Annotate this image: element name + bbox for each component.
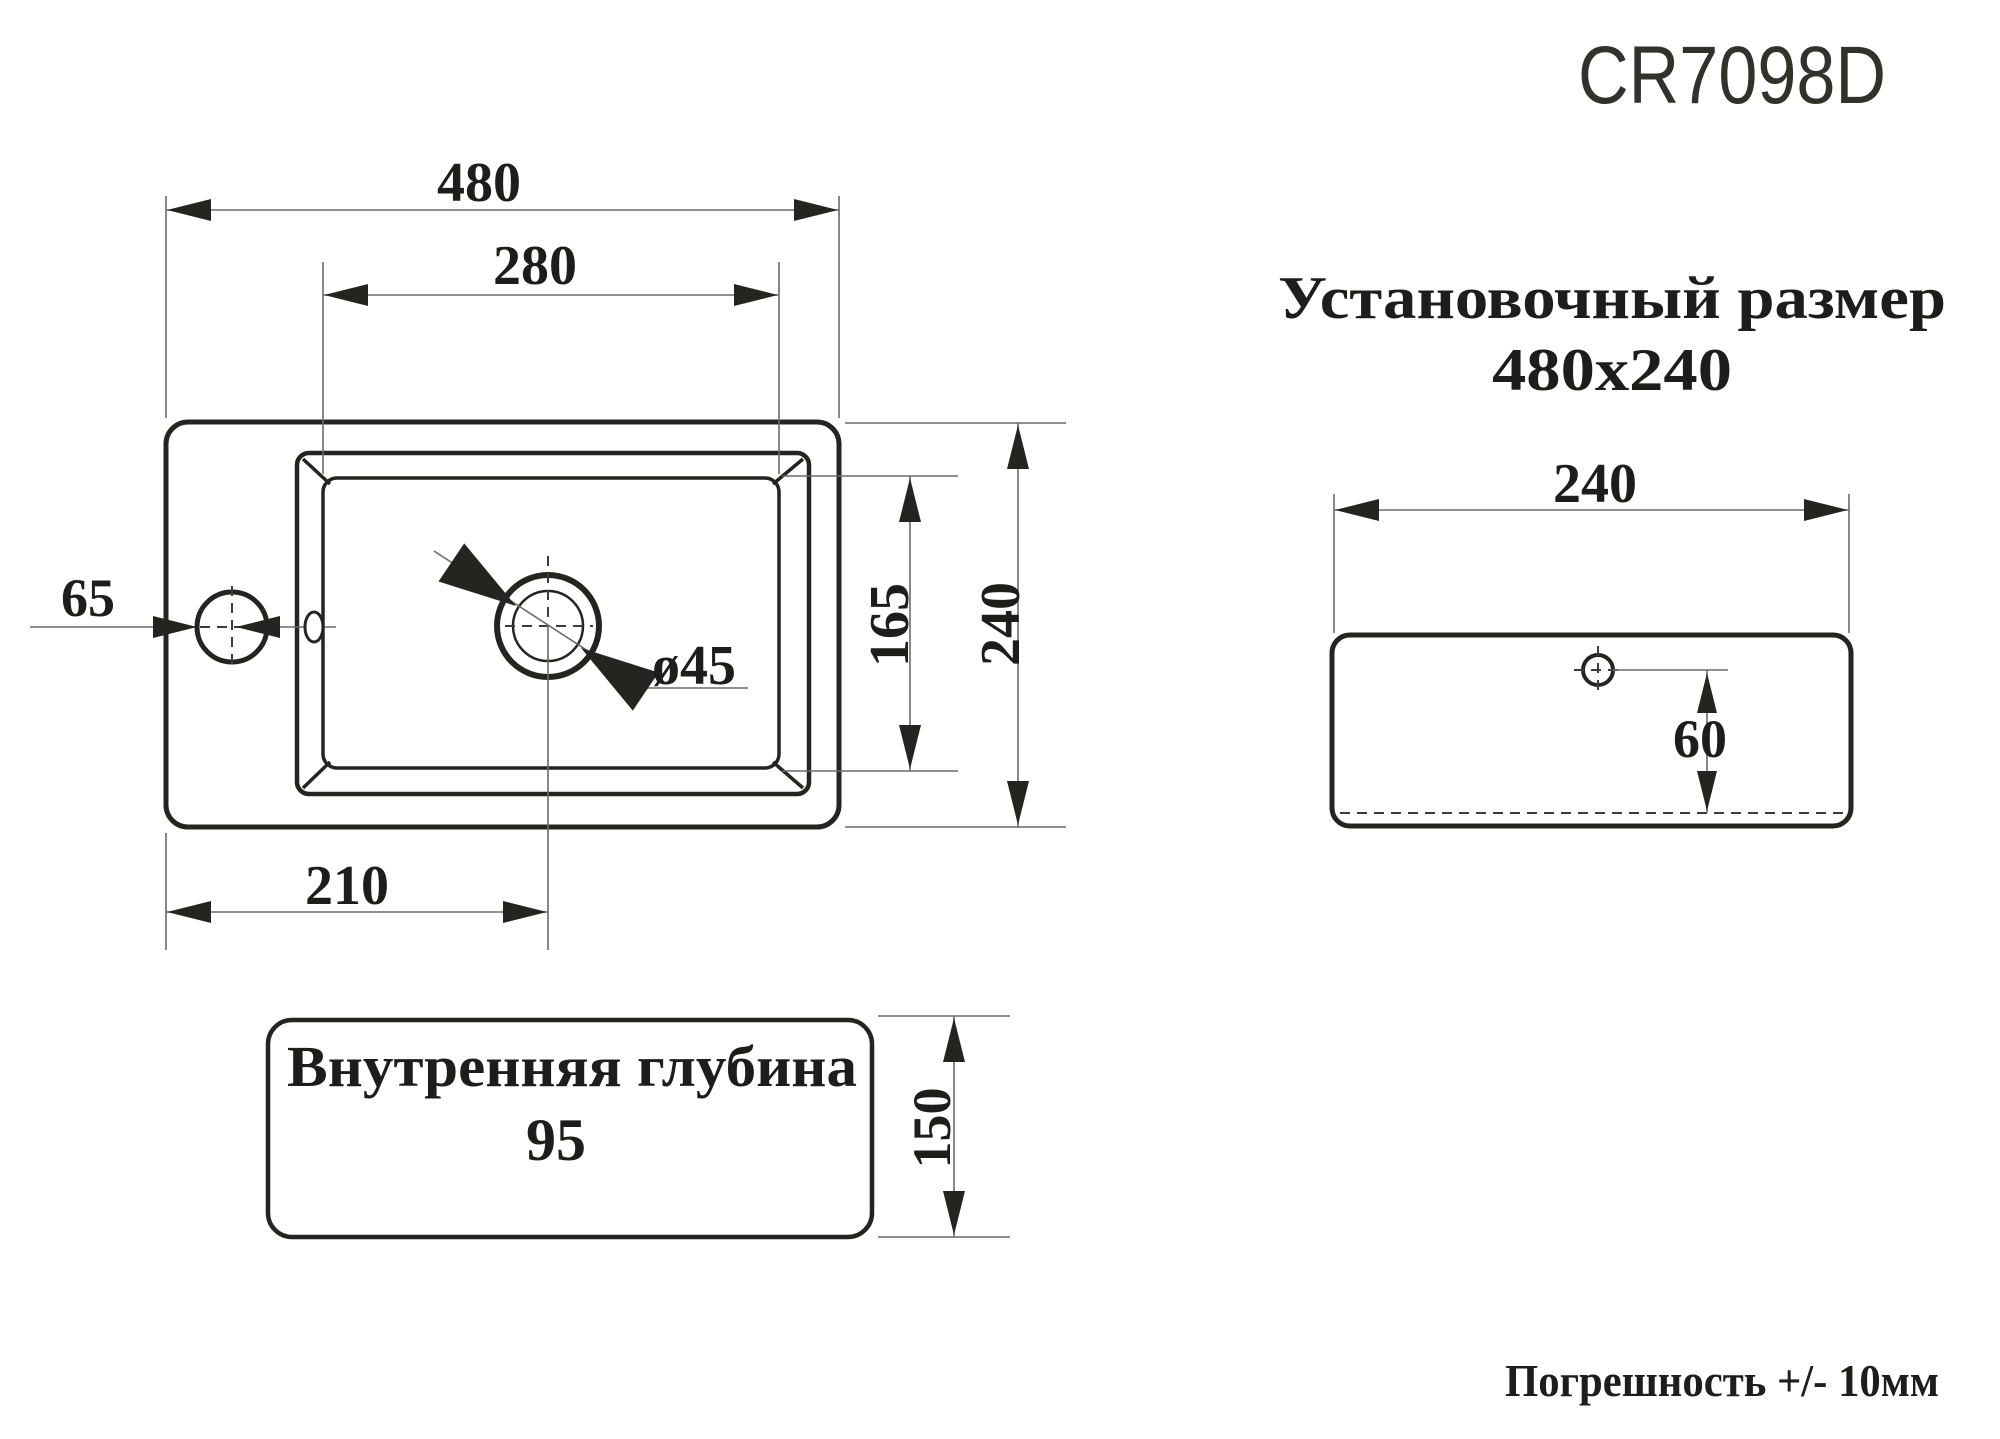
arrowhead bbox=[581, 648, 659, 711]
arrowhead bbox=[1007, 781, 1029, 825]
dim-label: 280 bbox=[493, 235, 577, 297]
dim-side-width: 240 bbox=[1333, 453, 1850, 633]
arrowhead bbox=[899, 725, 921, 769]
heading-line2: 480x240 bbox=[1492, 337, 1732, 403]
dim-label: 60 bbox=[1673, 709, 1727, 769]
arrowhead bbox=[1697, 673, 1717, 713]
basin-corner-diagonal-sw bbox=[301, 760, 332, 790]
arrowhead bbox=[167, 199, 211, 221]
arrowhead bbox=[943, 1018, 965, 1062]
tolerance-note: Погрешность +/- 10мм bbox=[1505, 1356, 1939, 1406]
note-line2: 95 bbox=[526, 1107, 586, 1173]
arrowhead bbox=[1335, 499, 1379, 521]
dim-label: 240 bbox=[1553, 453, 1637, 515]
arrowhead bbox=[1804, 499, 1848, 521]
arrowhead bbox=[503, 901, 547, 923]
dim-overall-width: 480 bbox=[165, 152, 840, 418]
side-outline bbox=[1329, 632, 1854, 829]
dim-label: 240 bbox=[970, 582, 1032, 666]
note-line1: Внутренняя глубина bbox=[287, 1034, 857, 1099]
dim-basin-depth: 165 bbox=[782, 475, 958, 772]
basin-rim-outline bbox=[294, 450, 812, 797]
dim-box-height: 150 bbox=[878, 1015, 1010, 1238]
side-view: 240 60 bbox=[1329, 453, 1854, 829]
arrowhead bbox=[794, 199, 838, 221]
product-code-title: CR7098D bbox=[1578, 30, 1886, 121]
basin-corner-diagonal-ne bbox=[771, 457, 805, 486]
arrowhead bbox=[324, 284, 368, 306]
note-box bbox=[265, 1017, 875, 1240]
arrowhead bbox=[943, 1191, 965, 1235]
dim-drain-offset: 210 bbox=[165, 833, 548, 950]
basin-corner-diagonal-se bbox=[771, 760, 805, 790]
dim-label: 480 bbox=[437, 152, 521, 214]
arrowhead bbox=[153, 616, 197, 638]
top-view: 480 280 65 bbox=[30, 152, 1066, 950]
basin-corner-diagonal-nw bbox=[301, 457, 332, 486]
heading-line1: Установочный размер bbox=[1278, 265, 1946, 331]
dim-label: ø45 bbox=[652, 635, 736, 697]
arrowhead bbox=[899, 478, 921, 522]
arrowhead bbox=[438, 543, 516, 606]
arrowhead bbox=[1007, 425, 1029, 469]
dim-drain-diameter: ø45 bbox=[433, 543, 748, 950]
dim-faucet-offset: 65 bbox=[30, 568, 336, 670]
dim-hole-depth: 60 bbox=[1613, 669, 1728, 813]
dim-overall-depth: 240 bbox=[845, 422, 1066, 828]
dim-label: 165 bbox=[859, 583, 921, 667]
dim-label: 150 bbox=[902, 1088, 962, 1169]
dim-basin-width: 280 bbox=[322, 235, 780, 474]
arrowhead bbox=[236, 616, 280, 638]
dim-label: 65 bbox=[61, 568, 115, 628]
installation-heading: Установочный размер 480x240 bbox=[1278, 265, 1946, 403]
arrowhead bbox=[1697, 771, 1717, 811]
dim-label: 210 bbox=[305, 855, 389, 917]
inner-depth-note: Внутренняя глубина 95 150 bbox=[265, 1015, 1010, 1240]
arrowhead bbox=[167, 901, 211, 923]
overflow-hole bbox=[303, 610, 325, 644]
arrowhead bbox=[734, 284, 778, 306]
